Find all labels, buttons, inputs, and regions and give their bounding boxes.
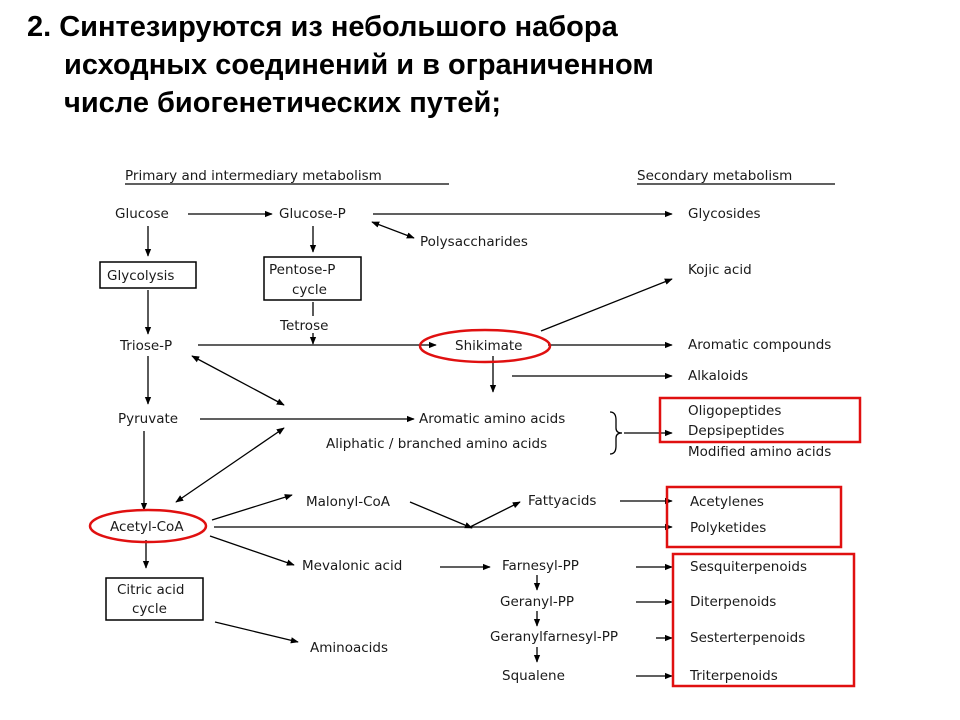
node-modified-amino-acids: Modified amino acids: [688, 444, 831, 460]
arrow-triose-amino-bidirectional: [191, 355, 285, 406]
arrow-shikimate-kojic-acid: [540, 278, 673, 332]
node-polysaccharides: Polysaccharides: [420, 234, 528, 250]
highlight-shikimate: [418, 328, 552, 364]
node-fatty-acids: Fattyacids: [528, 493, 596, 509]
highlight-acetyl-coa: [88, 508, 208, 544]
slide-heading: 2. Синтезируются из небольшого набора ис…: [27, 8, 927, 122]
arrow-malonyl-junction: [409, 501, 473, 529]
node-pentose-p-line-2: cycle: [292, 282, 327, 298]
node-polyketides: Polyketides: [690, 520, 766, 536]
node-glucose: Glucose: [115, 206, 169, 222]
node-aromatic-compounds: Aromatic compounds: [688, 337, 831, 353]
node-acetyl-coa: Acetyl-CoA: [110, 519, 184, 535]
node-citric-acid-line-2: cycle: [132, 601, 167, 617]
highlight-peptides: [658, 396, 862, 444]
node-triterpenoids: Triterpenoids: [689, 668, 778, 684]
pentose-p-cycle-box: [263, 256, 362, 301]
header-primary-metabolism: Primary and intermediary metabolism: [125, 168, 382, 184]
node-geranylfarnesyl-pp: Geranylfarnesyl-PP: [490, 629, 618, 645]
node-acetylenes: Acetylenes: [690, 494, 764, 510]
heading-line-1: 2. Синтезируются из небольшого набора: [27, 11, 618, 43]
node-triose-p: Triose-P: [119, 338, 172, 354]
node-aromatic-amino-acids: Aromatic amino acids: [419, 411, 565, 427]
node-oligopeptides: Oligopeptides: [688, 403, 781, 419]
heading-line-2: исходных соединений и в ограниченном: [64, 49, 654, 81]
amino-acids-brace: [609, 411, 623, 455]
header-secondary-metabolism: Secondary metabolism: [637, 168, 792, 184]
heading-line-3: числе биогенетических путей;: [64, 87, 502, 119]
node-glycolysis: Glycolysis: [107, 268, 174, 284]
node-geranyl-pp: Geranyl-PP: [500, 594, 574, 610]
node-sesterterpenoids: Sesterterpenoids: [690, 630, 805, 646]
node-glucose-p: Glucose-P: [279, 206, 346, 222]
node-pentose-p-line-1: Pentose-P: [269, 262, 335, 278]
highlight-terpenoids: [671, 552, 856, 688]
arrow-acetyl-amino-bidirectional: [175, 427, 285, 503]
node-aliphatic-amino-acids: Aliphatic / branched amino acids: [326, 436, 547, 452]
node-malonyl-coa: Malonyl-CoA: [306, 494, 391, 510]
node-farnesyl-pp: Farnesyl-PP: [502, 558, 579, 574]
arrow-citric-aminoacids: [214, 621, 299, 644]
arrow-junction-fatty-acids: [469, 501, 521, 528]
arrow-acetyl-mevalonic: [209, 535, 295, 566]
node-pyruvate: Pyruvate: [118, 411, 178, 427]
node-squalene: Squalene: [502, 668, 565, 684]
highlight-acetylenes-polyketides: [665, 485, 843, 549]
node-diterpenoids: Diterpenoids: [690, 594, 776, 610]
node-kojic-acid: Kojic acid: [688, 262, 752, 278]
node-tetrose: Tetrose: [279, 318, 328, 334]
arrow-acetyl-malonyl: [211, 494, 293, 521]
node-glycosides: Glycosides: [688, 206, 761, 222]
glycolysis-box: [99, 261, 197, 289]
node-citric-acid-line-1: Citric acid: [117, 582, 185, 598]
node-mevalonic-acid: Mevalonic acid: [302, 558, 402, 574]
node-sesquiterpenoids: Sesquiterpenoids: [690, 559, 807, 575]
arrow-glucose-p-polysaccharides: [371, 221, 415, 239]
citric-acid-cycle-box: [105, 577, 204, 621]
node-alkaloids: Alkaloids: [688, 368, 748, 384]
node-shikimate: Shikimate: [455, 338, 522, 354]
node-aminoacids: Aminoacids: [310, 640, 388, 656]
node-depsipeptides: Depsipeptides: [688, 423, 784, 439]
